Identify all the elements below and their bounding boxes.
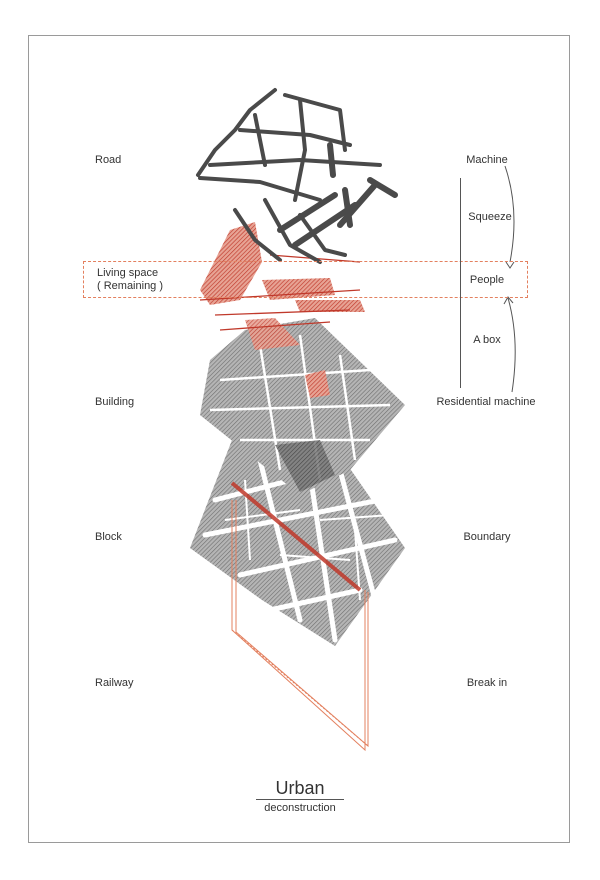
bracket-line [460,178,461,388]
page-subtitle: deconstruction [264,802,336,814]
label-railway: Railway [95,677,134,689]
break-in-projection [231,500,369,752]
page-title: Urban [275,778,325,798]
title-rule [256,799,344,800]
block-layer [190,418,405,646]
living-space-layer [199,222,365,350]
label-road: Road [95,154,122,166]
label-block: Block [95,531,122,543]
label-break-in: Break in [466,677,508,689]
right-arrows [503,165,516,393]
label-machine: Machine [466,154,508,166]
living-space-highlight [83,261,528,298]
road-layer [196,88,398,264]
label-a-box: A box [473,334,501,346]
page-frame [28,35,570,843]
building-layer [200,318,405,495]
label-boundary: Boundary [463,531,511,543]
label-squeeze: Squeeze [468,211,512,223]
railway-layer [230,481,362,592]
label-people: People [469,274,505,286]
label-residential-machine: Residential machine [436,396,536,408]
label-remaining: ( Remaining ) [97,280,164,292]
label-building: Building [95,396,135,408]
label-living-space: Living space [97,267,159,279]
